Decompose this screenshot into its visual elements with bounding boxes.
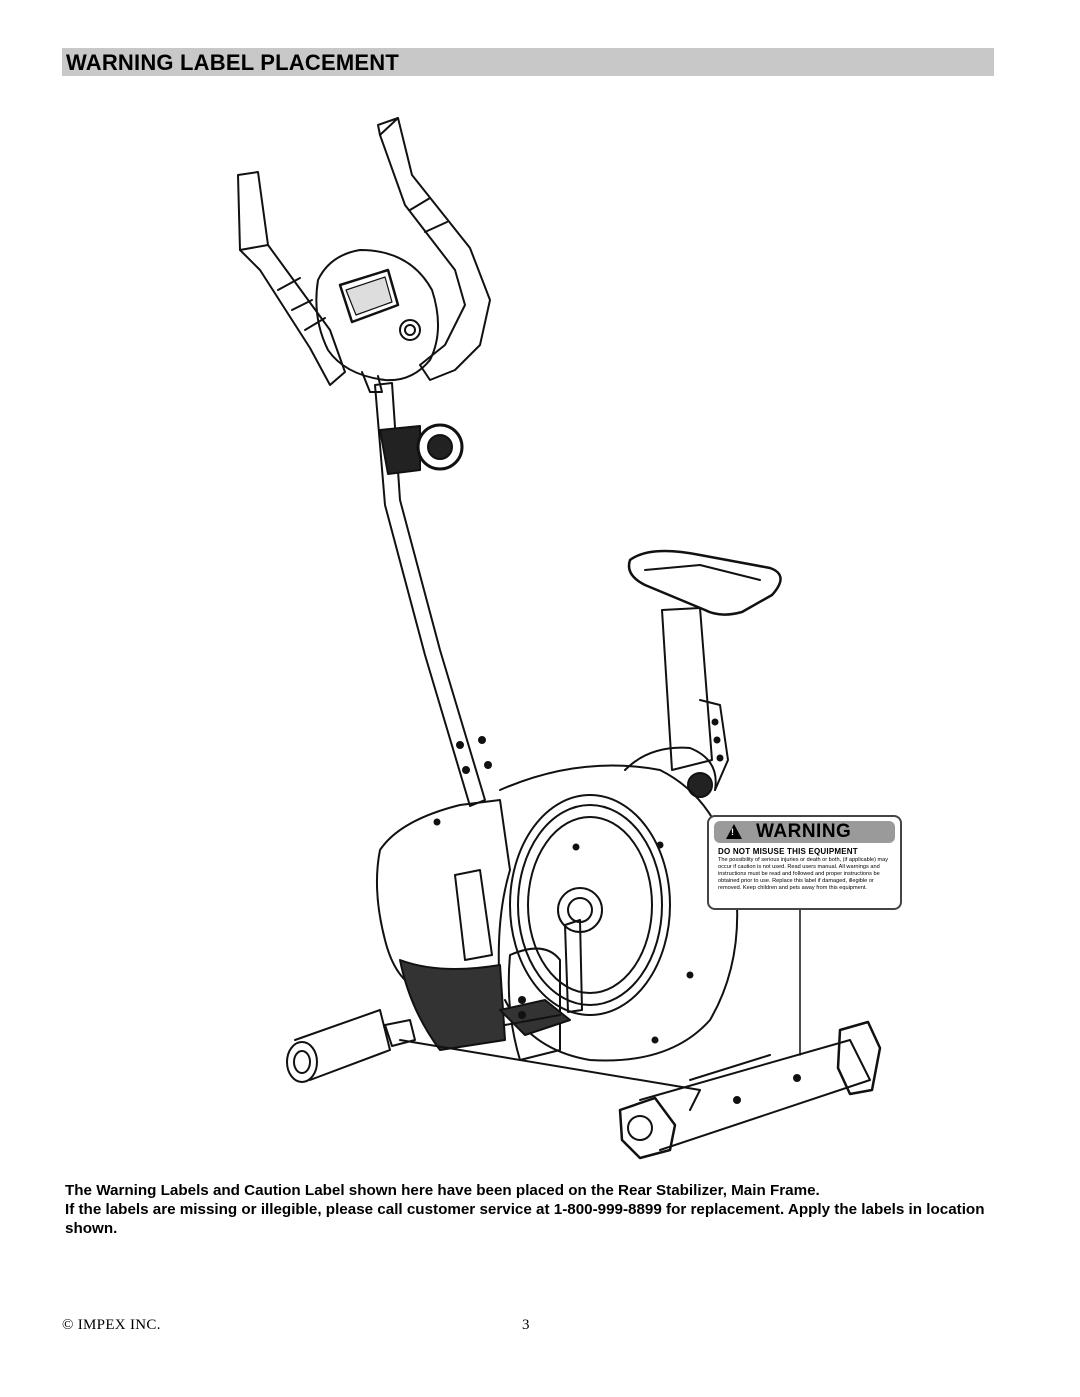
warning-label-body: The possibility of serious injuries or d… (718, 857, 889, 891)
exercise-bike-illustration (237, 117, 882, 1160)
title-bar: WARNING LABEL PLACEMENT (62, 48, 994, 76)
front-shroud-drawing (375, 799, 511, 1051)
instruction-line-2: If the labels are missing or illegible, … (65, 1201, 985, 1237)
warning-label: ! WARNING DO NOT MISUSE THIS EQUIPMENT T… (707, 815, 902, 910)
console-drawing (315, 249, 440, 393)
exclamation-icon: ! (731, 827, 734, 837)
warning-label-subheading: DO NOT MISUSE THIS EQUIPMENT (718, 847, 858, 856)
seat-drawing (624, 549, 782, 798)
page-title: WARNING LABEL PLACEMENT (66, 50, 399, 75)
upright-column-drawing (374, 382, 492, 807)
crank-pedal-drawing (499, 919, 583, 1061)
warning-label-header: ! WARNING (714, 821, 895, 843)
instruction-line-1: The Warning Labels and Caution Label sho… (65, 1182, 820, 1199)
footer-copyright: © IMPEX INC. (62, 1317, 161, 1333)
warning-label-heading: WARNING (756, 821, 852, 842)
handlebar-drawing (237, 117, 491, 386)
front-stabilizer-drawing (286, 1009, 701, 1111)
instruction-text: The Warning Labels and Caution Label sho… (65, 1181, 1005, 1238)
page-number: 3 (522, 1317, 530, 1333)
rear-stabilizer-drawing (618, 1020, 882, 1160)
warning-triangle-icon (726, 824, 742, 839)
